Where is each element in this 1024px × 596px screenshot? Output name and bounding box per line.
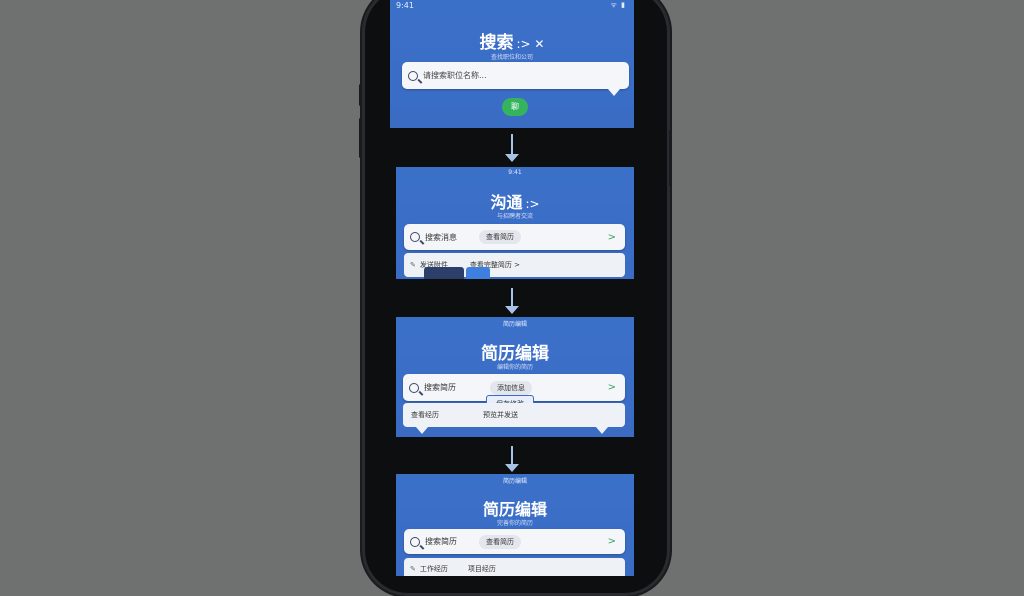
status-bar: 简历编辑 bbox=[396, 474, 634, 486]
search-icon bbox=[408, 70, 418, 81]
avatar bbox=[424, 267, 464, 279]
page-subtitle: 查找职位和公司 bbox=[490, 54, 533, 61]
page-title: 沟通:> bbox=[396, 189, 634, 213]
search-resume-bar[interactable]: 搜索简历 添加信息 > bbox=[403, 374, 625, 401]
search-message-bar[interactable]: 搜索消息 查看简历 > bbox=[404, 224, 625, 250]
page-subtitle: 与招聘者交流 bbox=[496, 213, 533, 220]
experience-row[interactable]: 查看经历 预览并发送 bbox=[403, 403, 625, 427]
page-title: 简历编辑 bbox=[481, 344, 549, 364]
search-resume-bar[interactable]: 搜索简历 查看简历 > bbox=[404, 529, 625, 554]
add-info-pill[interactable]: 添加信息 bbox=[490, 380, 532, 395]
page-title: 搜索:> ✕ bbox=[390, 28, 634, 53]
view-resume-pill[interactable]: 查看简历 bbox=[479, 230, 521, 244]
status-time: 9:41 bbox=[396, 1, 414, 10]
page-subtitle: 编辑你的简历 bbox=[496, 364, 533, 371]
chevron-right-icon[interactable]: > bbox=[607, 536, 616, 547]
search-icon bbox=[410, 232, 420, 242]
chat-icon[interactable]: 聊 bbox=[502, 98, 528, 116]
title-text: 沟通 bbox=[490, 193, 523, 212]
screen-resume-complete: 简历编辑 简历编辑 完善你的简历 搜索简历 查看简历 > ✎ 工作经历 项目经历 bbox=[396, 474, 634, 576]
flow-arrow-2 bbox=[505, 288, 519, 314]
edit-icon: ✎ bbox=[410, 565, 416, 573]
status-bar: 9:41 bbox=[396, 167, 634, 179]
side-button-left-2 bbox=[359, 118, 362, 158]
search-label: 搜索消息 bbox=[425, 232, 457, 242]
chevron-right-icon[interactable]: > bbox=[607, 382, 616, 393]
row-left-label: 发送附件 bbox=[419, 261, 448, 269]
search-icon bbox=[409, 382, 419, 393]
title-suffix: :> ✕ bbox=[516, 37, 545, 51]
bubble-tail-right bbox=[596, 427, 608, 434]
bubble-tail-left bbox=[416, 427, 428, 434]
view-resume-pill[interactable]: 查看简历 bbox=[479, 534, 521, 549]
flow-arrow-1 bbox=[505, 134, 519, 162]
flow-arrow-3 bbox=[505, 446, 519, 472]
search-label: 搜索简历 bbox=[425, 537, 457, 546]
bubble-tail bbox=[608, 89, 620, 96]
search-placeholder: 请搜索职位名称... bbox=[423, 71, 487, 80]
row-left-label: 查看经历 bbox=[411, 411, 439, 419]
row-right-label: 项目经历 bbox=[467, 565, 496, 573]
chevron-right-icon[interactable]: > bbox=[607, 231, 616, 243]
row-right-label: 预览并发送 bbox=[483, 411, 518, 419]
side-button-left bbox=[359, 84, 362, 106]
title-suffix: :> bbox=[525, 197, 540, 211]
attachment-icon: ✎ bbox=[410, 261, 416, 269]
status-bar: 9:41 ᯤ ▮ bbox=[390, 0, 634, 12]
chat-icon-label: 聊 bbox=[511, 102, 519, 111]
screen-communication: 9:41 沟通:> 与招聘者交流 搜索消息 查看简历 > ✎ 发送附件 查看完整… bbox=[396, 167, 634, 279]
page-title: 简历编辑 bbox=[482, 500, 547, 519]
status-bar: 简历编辑 bbox=[396, 317, 634, 329]
row-left-label: 工作经历 bbox=[419, 565, 448, 573]
work-experience-row[interactable]: ✎ 工作经历 项目经历 bbox=[404, 558, 625, 576]
status-center: 简历编辑 bbox=[502, 321, 527, 328]
search-label: 搜索简历 bbox=[424, 383, 456, 392]
title-text: 搜索 bbox=[479, 33, 514, 53]
row-right-label: 查看完整简历 > bbox=[469, 261, 520, 269]
status-center: 9:41 bbox=[508, 169, 522, 176]
profile-icon bbox=[466, 267, 490, 279]
status-icons: ᯤ ▮ bbox=[610, 1, 626, 9]
page-subtitle: 完善你的简历 bbox=[496, 520, 533, 527]
side-button-right bbox=[669, 130, 672, 186]
search-input[interactable]: 请搜索职位名称... bbox=[402, 62, 629, 89]
status-center: 简历编辑 bbox=[502, 478, 527, 485]
search-icon bbox=[410, 536, 420, 547]
screen-resume-edit: 简历编辑 简历编辑 编辑你的简历 搜索简历 添加信息 > 保存修改 查看经历 预… bbox=[396, 317, 634, 437]
screen-search: 9:41 ᯤ ▮ 搜索:> ✕ 查找职位和公司 请搜索职位名称... 聊 bbox=[390, 0, 634, 128]
